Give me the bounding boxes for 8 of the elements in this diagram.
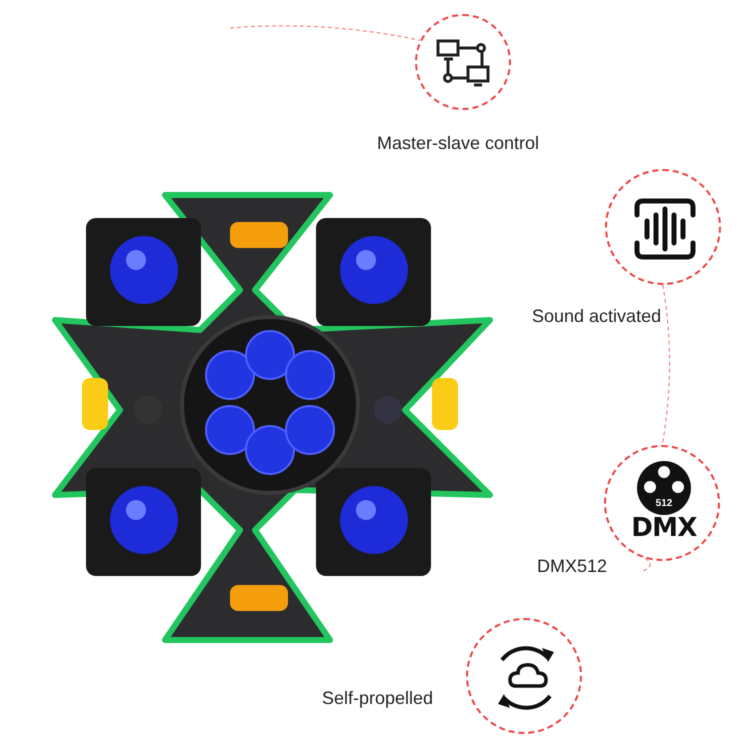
feature-label: Self-propelled <box>322 687 434 710</box>
feature-label: Master-slave control <box>377 132 540 155</box>
pin-count-text: 512 <box>654 499 674 509</box>
dmx-text: DMX <box>631 515 697 541</box>
feature-label: Sound activated <box>532 305 662 328</box>
connector-line <box>640 558 651 572</box>
connector-line <box>230 25 421 41</box>
feature-label: DMX512 <box>537 555 608 578</box>
